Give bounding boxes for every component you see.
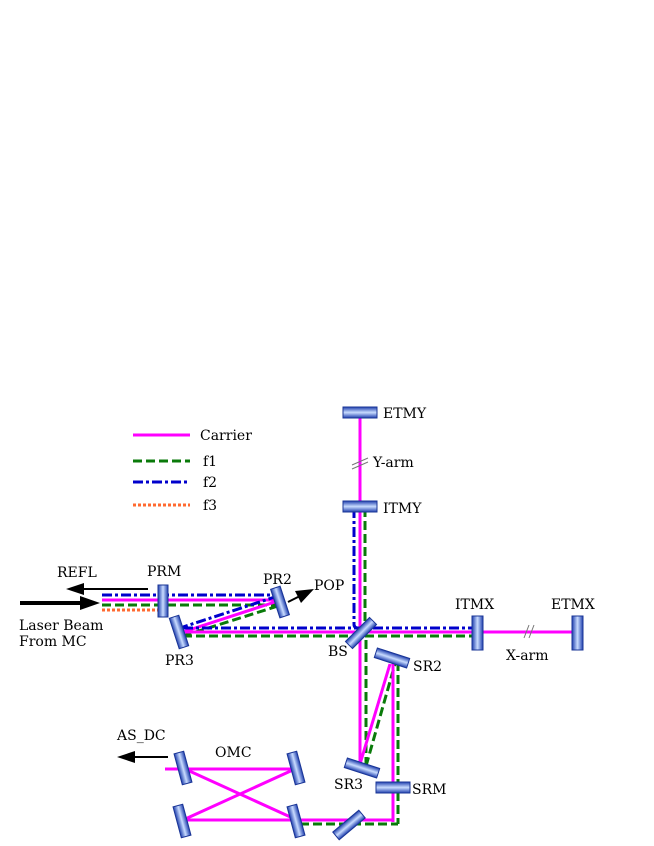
pop-arrow xyxy=(287,589,314,603)
legend-carrier-label: Carrier xyxy=(200,428,252,444)
sr2-label: SR2 xyxy=(413,659,442,675)
etmx-mirror-icon xyxy=(571,615,584,651)
arrow-icon xyxy=(80,596,100,610)
xarm-break-mark-2 xyxy=(528,624,535,639)
pr2-mirror-icon xyxy=(269,585,291,619)
legend-f3-label: f3 xyxy=(203,498,217,514)
laser-beam-label-line2: From MC xyxy=(19,634,87,650)
xarm-label: X-arm xyxy=(506,648,549,664)
pr2-label: PR2 xyxy=(263,572,292,588)
labels: ETMY Y-arm ITMY REFL PRM PR2 POP Laser B… xyxy=(19,406,595,798)
legend: Carrier f1 f2 f3 xyxy=(133,428,252,514)
sr3-sr2-f1-beam xyxy=(364,663,397,767)
asdc-arrow xyxy=(117,751,168,763)
arrow-icon xyxy=(117,751,135,763)
srm-label: SRM xyxy=(412,782,446,798)
omc-mirror-2-icon xyxy=(286,750,306,786)
pr3-mirror-icon xyxy=(168,614,190,650)
sr3-sr2-carrier-beam xyxy=(358,663,392,765)
prm-mirror-icon xyxy=(157,584,169,618)
itmx-mirror-icon xyxy=(471,615,484,651)
omc-mirror-4-icon xyxy=(286,803,306,839)
omc-label: OMC xyxy=(215,745,252,761)
arrow-icon xyxy=(295,589,314,603)
refl-label: REFL xyxy=(57,565,97,581)
arm-break-marks xyxy=(351,457,535,639)
steering-mirror-icon xyxy=(332,809,366,841)
pr2-pr3-f2-beam xyxy=(182,594,279,629)
yarm-break-mark-2 xyxy=(351,461,369,470)
arrow-icon xyxy=(66,583,84,595)
arrows xyxy=(20,583,314,763)
pr3-label: PR3 xyxy=(165,653,194,669)
sr2-mirror-icon xyxy=(373,647,411,669)
legend-f2-label: f2 xyxy=(203,475,217,491)
mirrors xyxy=(157,406,584,841)
itmy-label: ITMY xyxy=(383,501,422,517)
laser-input-arrow xyxy=(20,596,100,610)
yarm-break-mark-1 xyxy=(351,457,369,466)
laser-beam-label-line1: Laser Beam xyxy=(19,618,103,634)
sr3-mirror-icon xyxy=(343,757,381,779)
beam-paths xyxy=(102,418,576,826)
itmx-label: ITMX xyxy=(455,597,494,613)
asdc-label: AS_DC xyxy=(116,728,166,744)
omc-mirror-1-icon xyxy=(173,750,193,786)
itmy-bs-f2-beam xyxy=(352,508,359,630)
etmy-label: ETMY xyxy=(383,406,427,422)
bs-label: BS xyxy=(328,644,348,660)
itmy-mirror-icon xyxy=(342,500,378,513)
etmx-label: ETMX xyxy=(551,597,595,613)
xarm-break-mark-1 xyxy=(523,624,530,639)
bs-mirror-icon xyxy=(344,616,378,650)
sr3-label: SR3 xyxy=(334,777,363,793)
legend-f1-label: f1 xyxy=(203,454,217,470)
yarm-label: Y-arm xyxy=(372,455,414,471)
pop-label: POP xyxy=(314,578,344,594)
prm-label: PRM xyxy=(147,564,181,580)
srm-mirror-icon xyxy=(375,781,411,794)
etmy-mirror-icon xyxy=(342,406,378,419)
refl-arrow xyxy=(66,583,148,595)
omc-mirror-3-icon xyxy=(172,803,192,839)
